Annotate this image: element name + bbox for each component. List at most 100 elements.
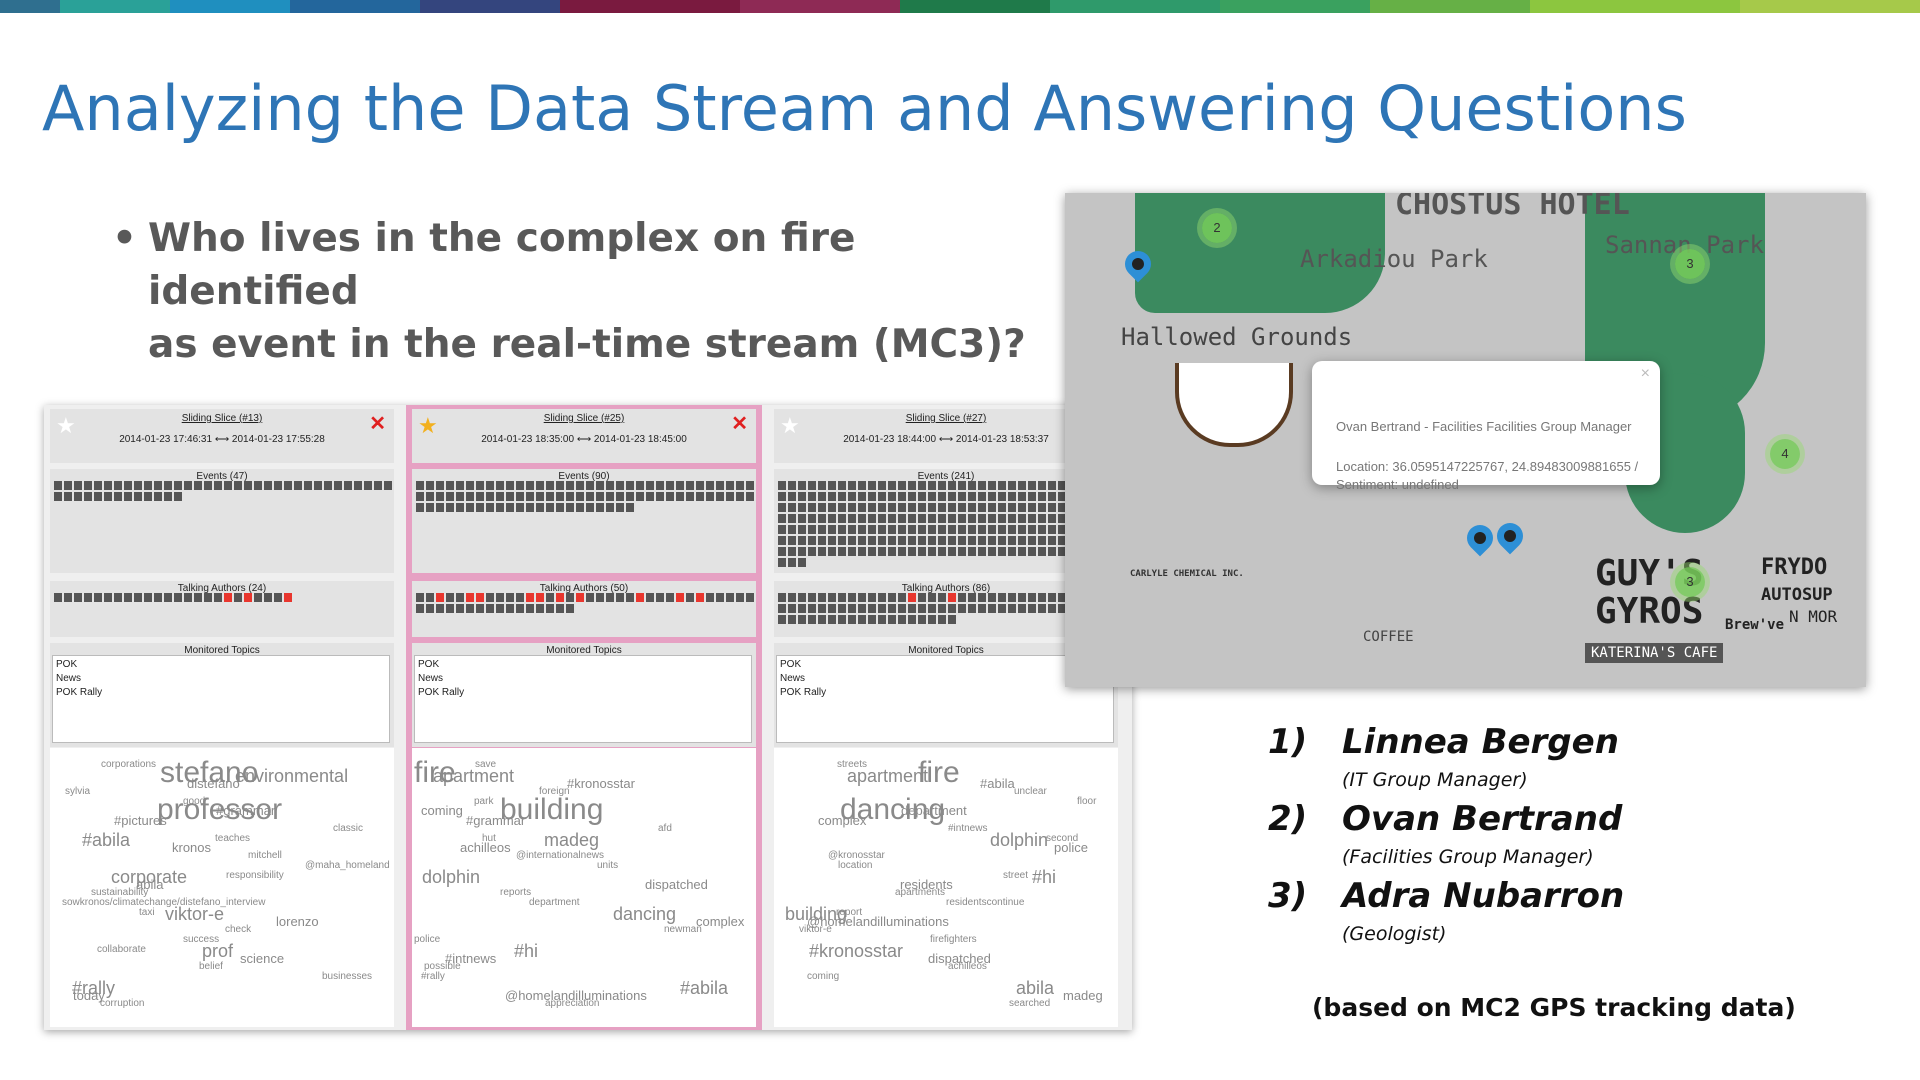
event-cell[interactable] (798, 514, 806, 523)
event-cell[interactable] (64, 481, 72, 490)
event-cell[interactable] (686, 481, 694, 490)
topic-item[interactable]: News (780, 673, 806, 684)
event-cell[interactable] (898, 536, 906, 545)
author-cell[interactable] (114, 593, 122, 602)
event-cell[interactable] (828, 525, 836, 534)
event-cell[interactable] (928, 492, 936, 501)
cloud-word[interactable]: police (1054, 840, 1088, 855)
cloud-word[interactable]: viktor-e (165, 904, 225, 924)
cloud-word[interactable]: teaches (215, 833, 251, 844)
event-cell[interactable] (666, 492, 674, 501)
event-cell[interactable] (988, 481, 996, 490)
event-cell[interactable] (938, 547, 946, 556)
event-cell[interactable] (706, 492, 714, 501)
author-cell[interactable] (746, 593, 754, 602)
event-cell[interactable] (134, 492, 142, 501)
cloud-word[interactable]: #rally (72, 978, 116, 998)
event-cell[interactable] (154, 492, 162, 501)
event-cell[interactable] (144, 492, 152, 501)
event-cell[interactable] (988, 492, 996, 501)
event-cell[interactable] (998, 503, 1006, 512)
event-cell[interactable] (788, 536, 796, 545)
event-cell[interactable] (1048, 481, 1056, 490)
cloud-word[interactable]: dancing (613, 904, 677, 924)
event-cell[interactable] (416, 492, 424, 501)
cloud-word[interactable]: madeg (544, 830, 600, 850)
author-cell[interactable] (888, 604, 896, 613)
event-cell[interactable] (918, 547, 926, 556)
event-cell[interactable] (566, 492, 574, 501)
event-cell[interactable] (696, 492, 704, 501)
event-cell[interactable] (354, 481, 362, 490)
author-cell[interactable] (84, 593, 92, 602)
event-cell[interactable] (124, 492, 132, 501)
event-cell[interactable] (1028, 536, 1036, 545)
event-cell[interactable] (828, 503, 836, 512)
author-cell[interactable] (798, 615, 806, 624)
event-cell[interactable] (918, 503, 926, 512)
cloud-word[interactable]: #grammar (216, 803, 276, 818)
event-cell[interactable] (1018, 481, 1026, 490)
cloud-word[interactable]: possible (424, 961, 461, 972)
cloud-word[interactable]: taxi (139, 907, 155, 918)
author-cell[interactable] (214, 593, 222, 602)
event-cell[interactable] (948, 481, 956, 490)
event-cell[interactable] (104, 492, 112, 501)
event-cell[interactable] (848, 492, 856, 501)
event-cell[interactable] (988, 503, 996, 512)
slice-name-link[interactable]: Sliding Slice (#13) (181, 413, 263, 424)
cloud-word[interactable]: environmental (235, 766, 349, 786)
author-cell[interactable] (556, 604, 564, 613)
event-cell[interactable] (626, 492, 634, 501)
event-cell[interactable] (576, 503, 584, 512)
event-cell[interactable] (828, 547, 836, 556)
event-cell[interactable] (84, 481, 92, 490)
event-cell[interactable] (778, 547, 786, 556)
cloud-word[interactable]: classic (333, 823, 364, 834)
event-cell[interactable] (798, 503, 806, 512)
cloud-word[interactable]: @maha_homeland (305, 860, 390, 871)
event-cell[interactable] (526, 481, 534, 490)
author-cell[interactable] (1008, 593, 1016, 602)
event-cell[interactable] (798, 536, 806, 545)
event-cell[interactable] (716, 481, 724, 490)
event-cell[interactable] (596, 481, 604, 490)
author-cell[interactable] (676, 593, 684, 602)
event-cell[interactable] (1008, 503, 1016, 512)
author-cell[interactable] (778, 615, 786, 624)
cloud-word[interactable]: corporations (101, 759, 157, 770)
author-cell[interactable] (858, 615, 866, 624)
event-cell[interactable] (858, 536, 866, 545)
cloud-word[interactable]: collaborate (97, 944, 146, 955)
cloud-word[interactable]: #abila (82, 830, 131, 850)
event-cell[interactable] (928, 536, 936, 545)
event-cell[interactable] (1058, 503, 1066, 512)
cloud-word[interactable]: lorenzo (276, 914, 319, 929)
author-cell[interactable] (416, 604, 424, 613)
author-cell[interactable] (174, 593, 182, 602)
event-cell[interactable] (948, 503, 956, 512)
event-cell[interactable] (1048, 514, 1056, 523)
event-cell[interactable] (948, 492, 956, 501)
author-cell[interactable] (908, 615, 916, 624)
event-cell[interactable] (918, 525, 926, 534)
event-cell[interactable] (1008, 525, 1016, 534)
author-cell[interactable] (778, 604, 786, 613)
topic-item[interactable]: POK Rally (418, 687, 465, 698)
author-cell[interactable] (204, 593, 212, 602)
event-cell[interactable] (144, 481, 152, 490)
event-cell[interactable] (254, 481, 262, 490)
author-cell[interactable] (626, 593, 634, 602)
author-cell[interactable] (616, 593, 624, 602)
event-cell[interactable] (1038, 492, 1046, 501)
author-cell[interactable] (838, 604, 846, 613)
event-cell[interactable] (938, 492, 946, 501)
event-cell[interactable] (154, 481, 162, 490)
author-cell[interactable] (988, 604, 996, 613)
event-cell[interactable] (838, 492, 846, 501)
event-cell[interactable] (1058, 514, 1066, 523)
event-cell[interactable] (446, 492, 454, 501)
event-cell[interactable] (736, 492, 744, 501)
event-cell[interactable] (516, 481, 524, 490)
event-cell[interactable] (566, 481, 574, 490)
